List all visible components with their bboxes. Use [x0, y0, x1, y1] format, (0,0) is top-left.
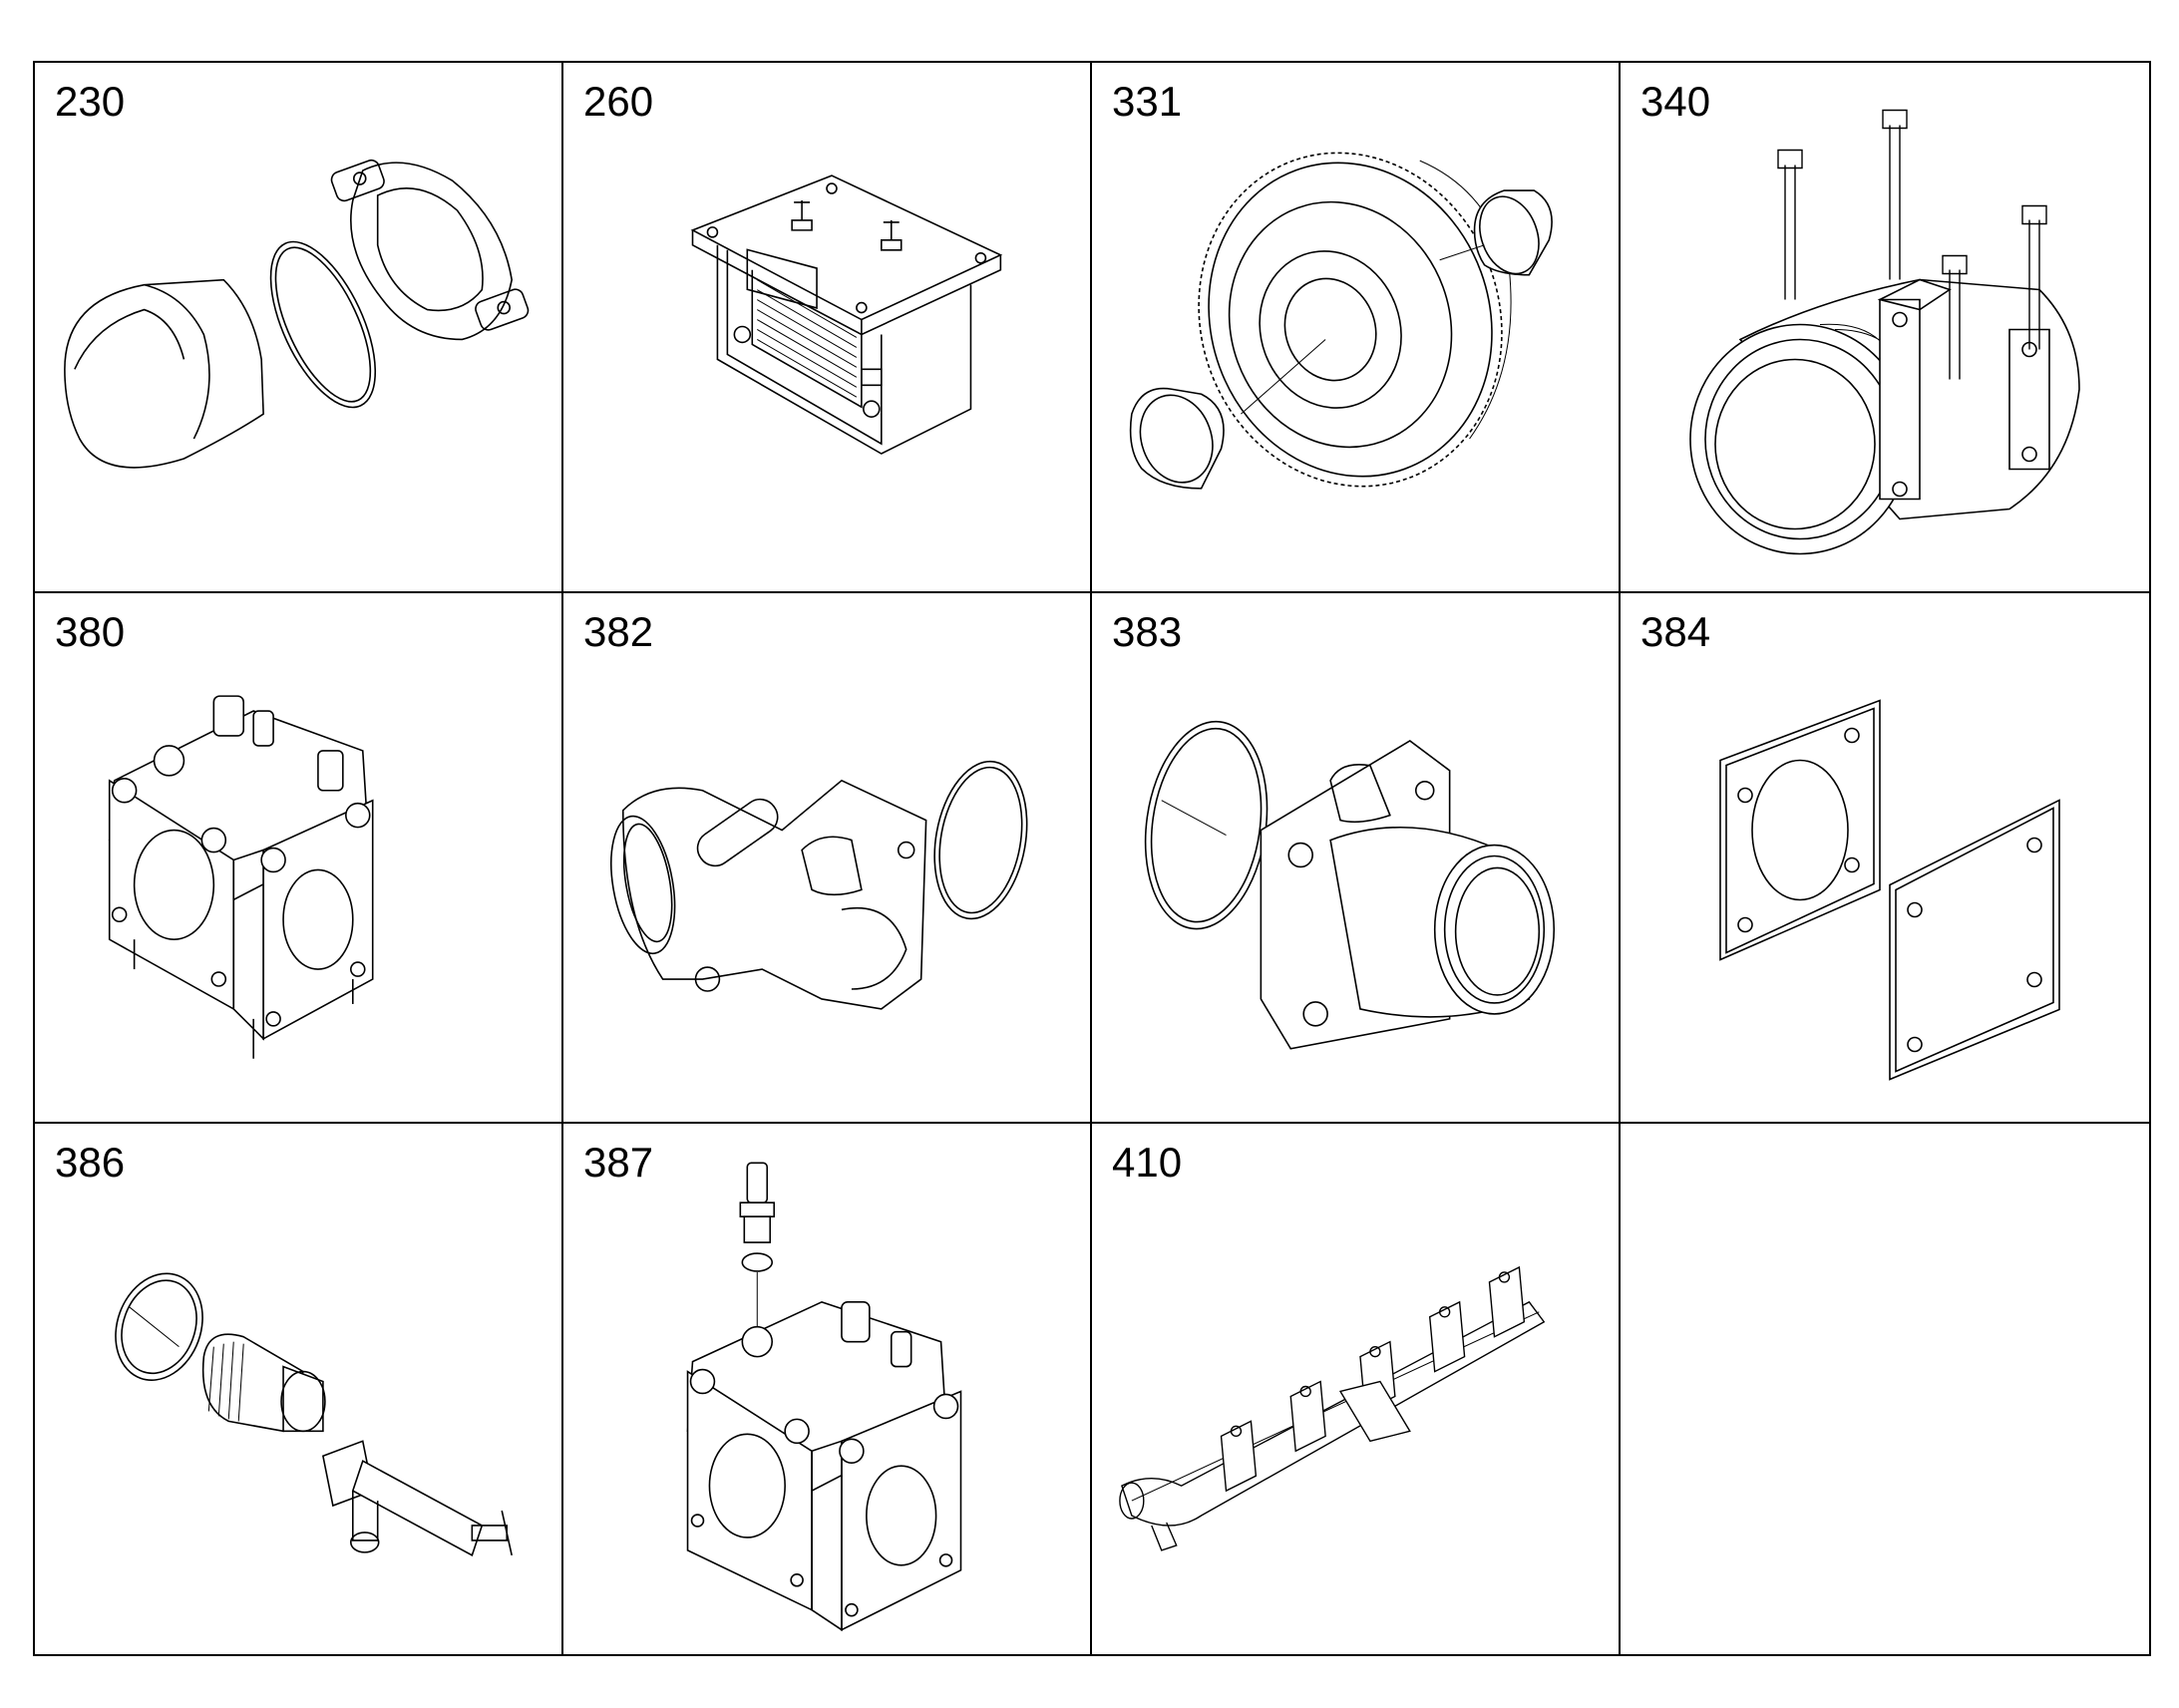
- drain-valve-icon: [35, 1124, 561, 1654]
- part-cell-382[interactable]: 382: [563, 593, 1092, 1124]
- exhaust-manifold-icon: [1092, 1124, 1619, 1654]
- part-cell-410[interactable]: 410: [1092, 1124, 1621, 1654]
- housing-with-nipple-icon: [563, 1124, 1090, 1654]
- part-cell-387[interactable]: 387: [563, 1124, 1092, 1654]
- pipe-elbow-icon: [1092, 593, 1619, 1122]
- part-number: 387: [583, 1139, 654, 1186]
- part-cell-340[interactable]: 340: [1621, 63, 2149, 593]
- part-number: 230: [55, 78, 126, 125]
- part-number: 384: [1640, 608, 1711, 655]
- part-cell-331[interactable]: 331: [1092, 63, 1621, 593]
- compressor-icon: [1621, 63, 2149, 591]
- part-number: 383: [1112, 608, 1183, 655]
- part-cell-380[interactable]: 380: [35, 593, 563, 1124]
- flange-gasket-icon: [1621, 593, 2149, 1122]
- part-number: 340: [1640, 78, 1711, 125]
- parts-grid: 230 260: [33, 61, 2151, 1656]
- hose-coupling-icon: [35, 63, 561, 591]
- heater-element-icon: [563, 63, 1090, 591]
- empty-cell: [1621, 1124, 2149, 1654]
- part-cell-230[interactable]: 230: [35, 63, 563, 593]
- part-number: 410: [1112, 1139, 1183, 1186]
- gear-icon: [1092, 63, 1619, 591]
- part-number: 386: [55, 1139, 126, 1186]
- part-number: 380: [55, 608, 126, 655]
- thermostat-housing-icon: [563, 593, 1090, 1122]
- housing-icon: [35, 593, 561, 1122]
- part-cell-386[interactable]: 386: [35, 1124, 563, 1654]
- part-cell-383[interactable]: 383: [1092, 593, 1621, 1124]
- part-number: 260: [583, 78, 654, 125]
- part-cell-260[interactable]: 260: [563, 63, 1092, 593]
- part-cell-384[interactable]: 384: [1621, 593, 2149, 1124]
- part-number: 382: [583, 608, 654, 655]
- part-number: 331: [1112, 78, 1183, 125]
